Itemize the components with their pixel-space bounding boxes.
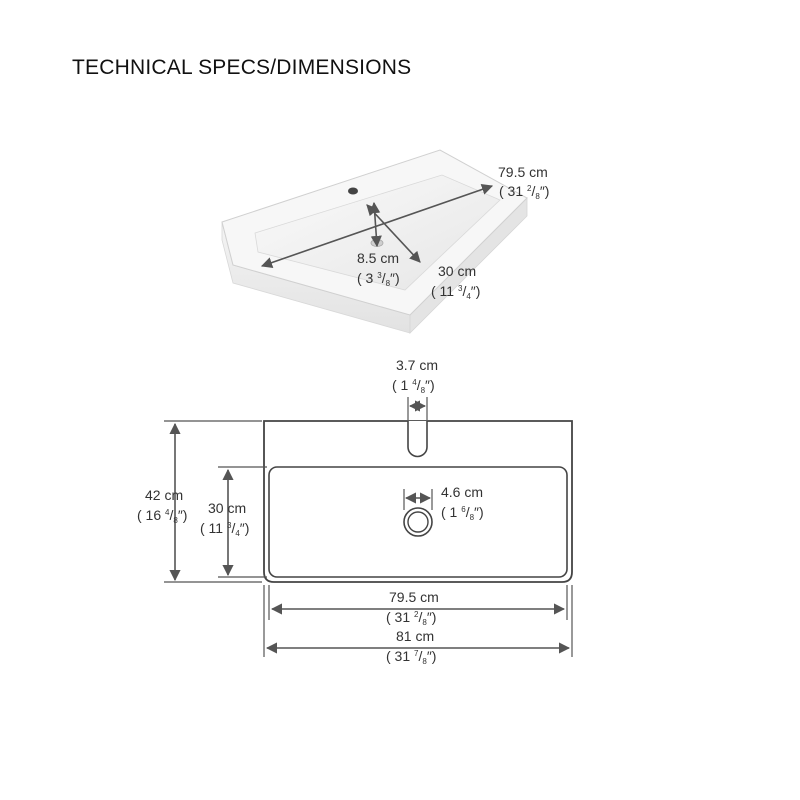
basin-bowl-outline [268,466,568,578]
depth-imperial-label: ( 11 3/4″) [431,283,480,301]
tap-hole-imperial-label: ( 1 4/8″) [392,377,435,395]
tap-hole-metric-label: 3.7 cm [396,357,438,373]
overall-width-imperial-label: ( 31 7/8″) [386,648,436,666]
tap-hole-icon [407,421,428,458]
perspective-view: 79.5 cm ( 31 2/8″) 8.5 cm ( 3 3/8″) 30 c… [221,149,549,334]
bowl-depth-metric-label: 30 cm [208,500,246,516]
overall-width-metric-label: 81 cm [396,628,434,644]
bowl-depth-imperial-label: ( 11 3/4″) [200,520,249,538]
tap-to-drain-imperial-label: ( 3 3/8″) [357,270,400,288]
length-imperial-label: ( 31 2/8″) [499,183,549,201]
length-metric-label: 79.5 cm [498,164,548,180]
page-title: TECHNICAL SPECS/DIMENSIONS [72,56,412,79]
bowl-width-imperial-label: ( 31 2/8″) [386,609,436,627]
drain-imperial-label: ( 1 6/8″) [441,504,484,522]
overall-depth-imperial-label: ( 16 4/8″) [137,507,187,525]
drain-icon [407,511,429,533]
plan-view: 3.7 cm ( 1 4/8″) 4.6 cm ( 1 6/8″) 42 cm … [137,357,573,666]
drain-outer-ring [403,507,433,537]
drain-metric-label: 4.6 cm [441,484,483,500]
depth-metric-label: 30 cm [438,263,476,279]
bowl-width-metric-label: 79.5 cm [389,589,439,605]
tap-hole-icon [348,187,358,195]
tap-to-drain-arrow [369,201,382,248]
overall-depth-metric-label: 42 cm [145,487,183,503]
tap-to-drain-metric-label: 8.5 cm [357,250,399,266]
